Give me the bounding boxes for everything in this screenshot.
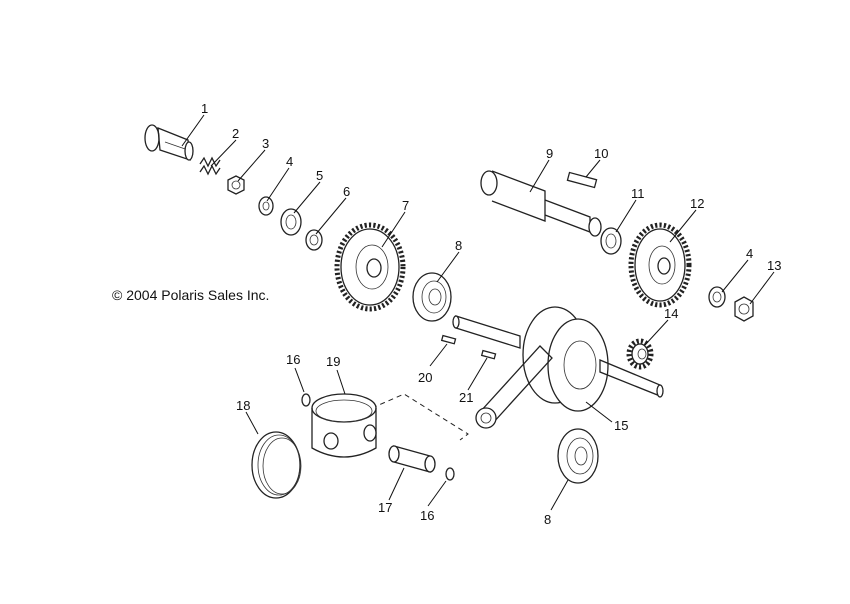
callout-21: 21 [459, 390, 473, 405]
callout-16-lower: 16 [420, 508, 434, 523]
callout-9: 9 [546, 146, 553, 161]
part-10-key [566, 171, 598, 189]
part-3-nut [227, 175, 245, 195]
part-6-washer [305, 229, 323, 251]
callout-15: 15 [614, 418, 628, 433]
part-19-piston [311, 393, 377, 458]
callout-13: 13 [767, 258, 781, 273]
callout-4-left: 4 [286, 154, 293, 169]
part-4-washer-left [258, 196, 274, 216]
assembly-line [371, 393, 469, 441]
callout-3: 3 [262, 136, 269, 151]
part-15-crankshaft [452, 306, 664, 412]
callout-4-right: 4 [746, 246, 753, 261]
callout-5: 5 [316, 168, 323, 183]
callout-2: 2 [232, 126, 239, 141]
callout-12: 12 [690, 196, 704, 211]
callout-17: 17 [378, 500, 392, 515]
part-2-spring [199, 156, 221, 176]
part-18-piston-rings [251, 431, 302, 499]
callout-7: 7 [402, 198, 409, 213]
copyright-text: © 2004 Polaris Sales Inc. [112, 287, 269, 303]
part-12-gear [628, 222, 692, 308]
leader-lines [181, 114, 775, 511]
callout-8-lower: 8 [544, 512, 551, 527]
part-9-shaft [480, 170, 602, 237]
part-16-clip-upper [301, 393, 311, 407]
part-21-key [480, 349, 497, 360]
callout-11: 11 [631, 186, 645, 201]
part-7-gear-large [334, 222, 406, 312]
callout-10: 10 [594, 146, 608, 161]
callout-8-upper: 8 [455, 238, 462, 253]
part-20-key [440, 334, 457, 345]
callout-16-upper: 16 [286, 352, 300, 367]
part-5-bearing-small [280, 208, 302, 236]
callout-19: 19 [326, 354, 340, 369]
part-15-connecting-rod [475, 345, 553, 429]
part-14-sprocket [626, 338, 654, 370]
callout-18: 18 [236, 398, 250, 413]
part-8-bearing-lower [557, 428, 599, 484]
callout-labels: 1 2 3 4 5 6 7 8 9 10 11 12 4 13 14 15 16… [201, 101, 781, 527]
part-8-bearing-upper [412, 272, 452, 322]
part-1-plunger [144, 124, 194, 161]
part-11-bearing [600, 227, 622, 255]
part-17-wrist-pin [388, 445, 436, 473]
callout-6: 6 [343, 184, 350, 199]
part-4-washer-right [708, 286, 726, 308]
callout-1: 1 [201, 101, 208, 116]
part-16-clip-lower [445, 467, 455, 481]
part-13-nut [734, 296, 754, 322]
callout-20: 20 [418, 370, 432, 385]
callout-14: 14 [664, 306, 678, 321]
